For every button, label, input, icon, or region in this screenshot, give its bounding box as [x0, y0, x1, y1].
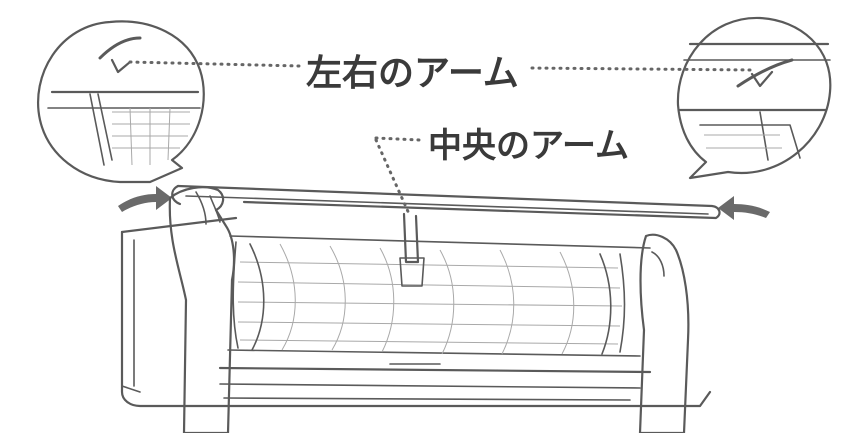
leader-lines [128, 60, 754, 218]
air-conditioner-unit [120, 216, 712, 408]
front-panel [171, 184, 721, 287]
left-arm-zoom-callout [37, 20, 205, 184]
center-arm-label: 中央のアーム [428, 126, 629, 166]
left-hand [168, 186, 236, 433]
left-direction-arrow-icon [118, 186, 172, 212]
left-right-arms-label: 左右のアーム [306, 53, 519, 94]
right-arm-zoom-callout [676, 16, 832, 180]
right-hand [638, 233, 690, 433]
air-filter [232, 241, 626, 355]
right-direction-arrow-icon [718, 196, 770, 220]
